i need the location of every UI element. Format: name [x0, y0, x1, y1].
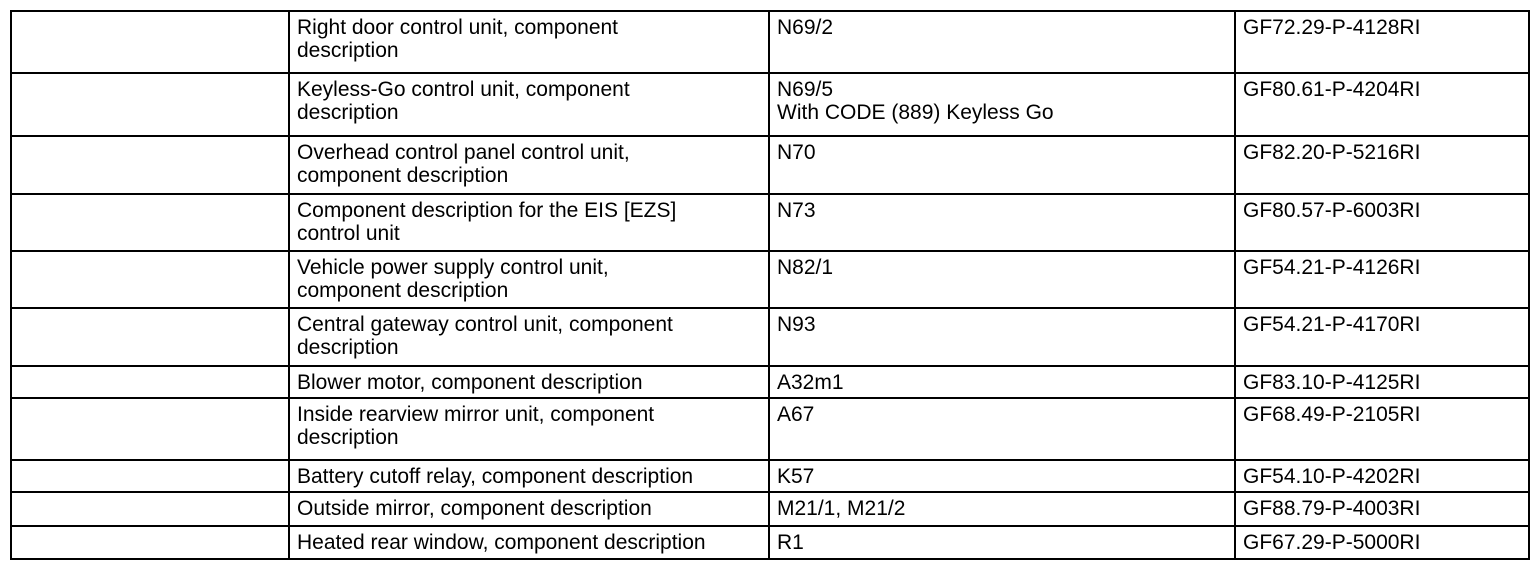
table-row: Blower motor, component description A32m…	[10, 365, 1530, 399]
table-row: Central gateway control unit, component …	[10, 307, 1530, 367]
cell-code: A32m1	[768, 365, 1236, 399]
cell-code: N73	[768, 193, 1236, 252]
cell-description: Right door control unit, component descr…	[288, 10, 770, 74]
table-row: Keyless-Go control unit, component descr…	[10, 72, 1530, 137]
cell-reference: GF54.10-P-4202RI	[1234, 459, 1530, 493]
cell-empty	[10, 250, 290, 309]
cell-reference: GF54.21-P-4170RI	[1234, 307, 1530, 367]
table-row: Battery cutoff relay, component descript…	[10, 459, 1530, 493]
cell-code: N70	[768, 135, 1236, 195]
cell-empty	[10, 525, 290, 560]
cell-reference: GF68.49-P-2105RI	[1234, 397, 1530, 461]
cell-description: Keyless-Go control unit, component descr…	[288, 72, 770, 137]
cell-description: Outside mirror, component description	[288, 491, 770, 527]
cell-description: Central gateway control unit, component …	[288, 307, 770, 367]
cell-code: R1	[768, 525, 1236, 560]
cell-description: Inside rearview mirror unit, component d…	[288, 397, 770, 461]
table-row: Component description for the EIS [EZS] …	[10, 193, 1530, 252]
cell-reference: GF54.21-P-4126RI	[1234, 250, 1530, 309]
cell-reference: GF80.57-P-6003RI	[1234, 193, 1530, 252]
table-row: Heated rear window, component descriptio…	[10, 525, 1530, 560]
cell-empty	[10, 193, 290, 252]
cell-code: N93	[768, 307, 1236, 367]
cell-empty	[10, 307, 290, 367]
cell-reference: GF88.79-P-4003RI	[1234, 491, 1530, 527]
table-row: Overhead control panel control unit, com…	[10, 135, 1530, 195]
table-row: Right door control unit, component descr…	[10, 10, 1530, 74]
cell-empty	[10, 10, 290, 74]
cell-code: M21/1, M21/2	[768, 491, 1236, 527]
table-row: Inside rearview mirror unit, component d…	[10, 397, 1530, 461]
cell-description: Component description for the EIS [EZS] …	[288, 193, 770, 252]
cell-code: N82/1	[768, 250, 1236, 309]
cell-empty	[10, 135, 290, 195]
cell-empty	[10, 491, 290, 527]
cell-reference: GF83.10-P-4125RI	[1234, 365, 1530, 399]
cell-code: K57	[768, 459, 1236, 493]
table-row: Vehicle power supply control unit, compo…	[10, 250, 1530, 309]
cell-reference: GF82.20-P-5216RI	[1234, 135, 1530, 195]
cell-empty	[10, 72, 290, 137]
cell-code: N69/5 With CODE (889) Keyless Go	[768, 72, 1236, 137]
component-description-table: Right door control unit, component descr…	[10, 10, 1530, 560]
cell-description: Battery cutoff relay, component descript…	[288, 459, 770, 493]
cell-description: Overhead control panel control unit, com…	[288, 135, 770, 195]
cell-description: Vehicle power supply control unit, compo…	[288, 250, 770, 309]
cell-code: A67	[768, 397, 1236, 461]
cell-empty	[10, 459, 290, 493]
cell-reference: GF72.29-P-4128RI	[1234, 10, 1530, 74]
table-row: Outside mirror, component description M2…	[10, 491, 1530, 527]
cell-reference: GF67.29-P-5000RI	[1234, 525, 1530, 560]
cell-description: Blower motor, component description	[288, 365, 770, 399]
cell-description: Heated rear window, component descriptio…	[288, 525, 770, 560]
cell-reference: GF80.61-P-4204RI	[1234, 72, 1530, 137]
cell-code: N69/2	[768, 10, 1236, 74]
cell-empty	[10, 397, 290, 461]
cell-empty	[10, 365, 290, 399]
